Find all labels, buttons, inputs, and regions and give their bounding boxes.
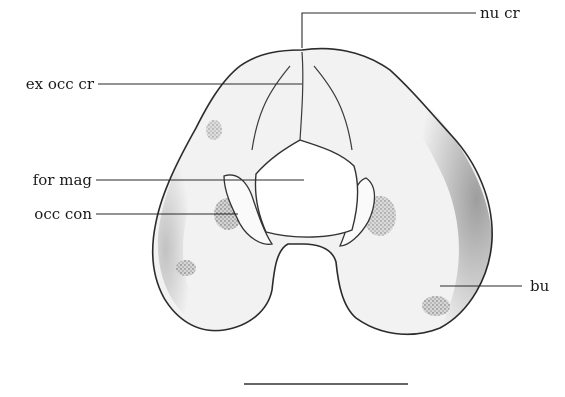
label-nuchal-crest: nu cr bbox=[480, 4, 520, 22]
label-foramen-magnum: for mag bbox=[33, 171, 93, 189]
upper-left-fossa bbox=[206, 120, 222, 140]
label-bulla: bu bbox=[530, 277, 550, 295]
label-occipital-condyle: occ con bbox=[34, 205, 92, 223]
right-bulla-shadow bbox=[422, 296, 450, 316]
skull-drawing bbox=[153, 49, 492, 335]
left-bulla-shadow bbox=[176, 260, 196, 276]
label-exoccipital-crest: ex occ cr bbox=[26, 75, 95, 93]
nuchal-crest-leader bbox=[302, 13, 476, 48]
